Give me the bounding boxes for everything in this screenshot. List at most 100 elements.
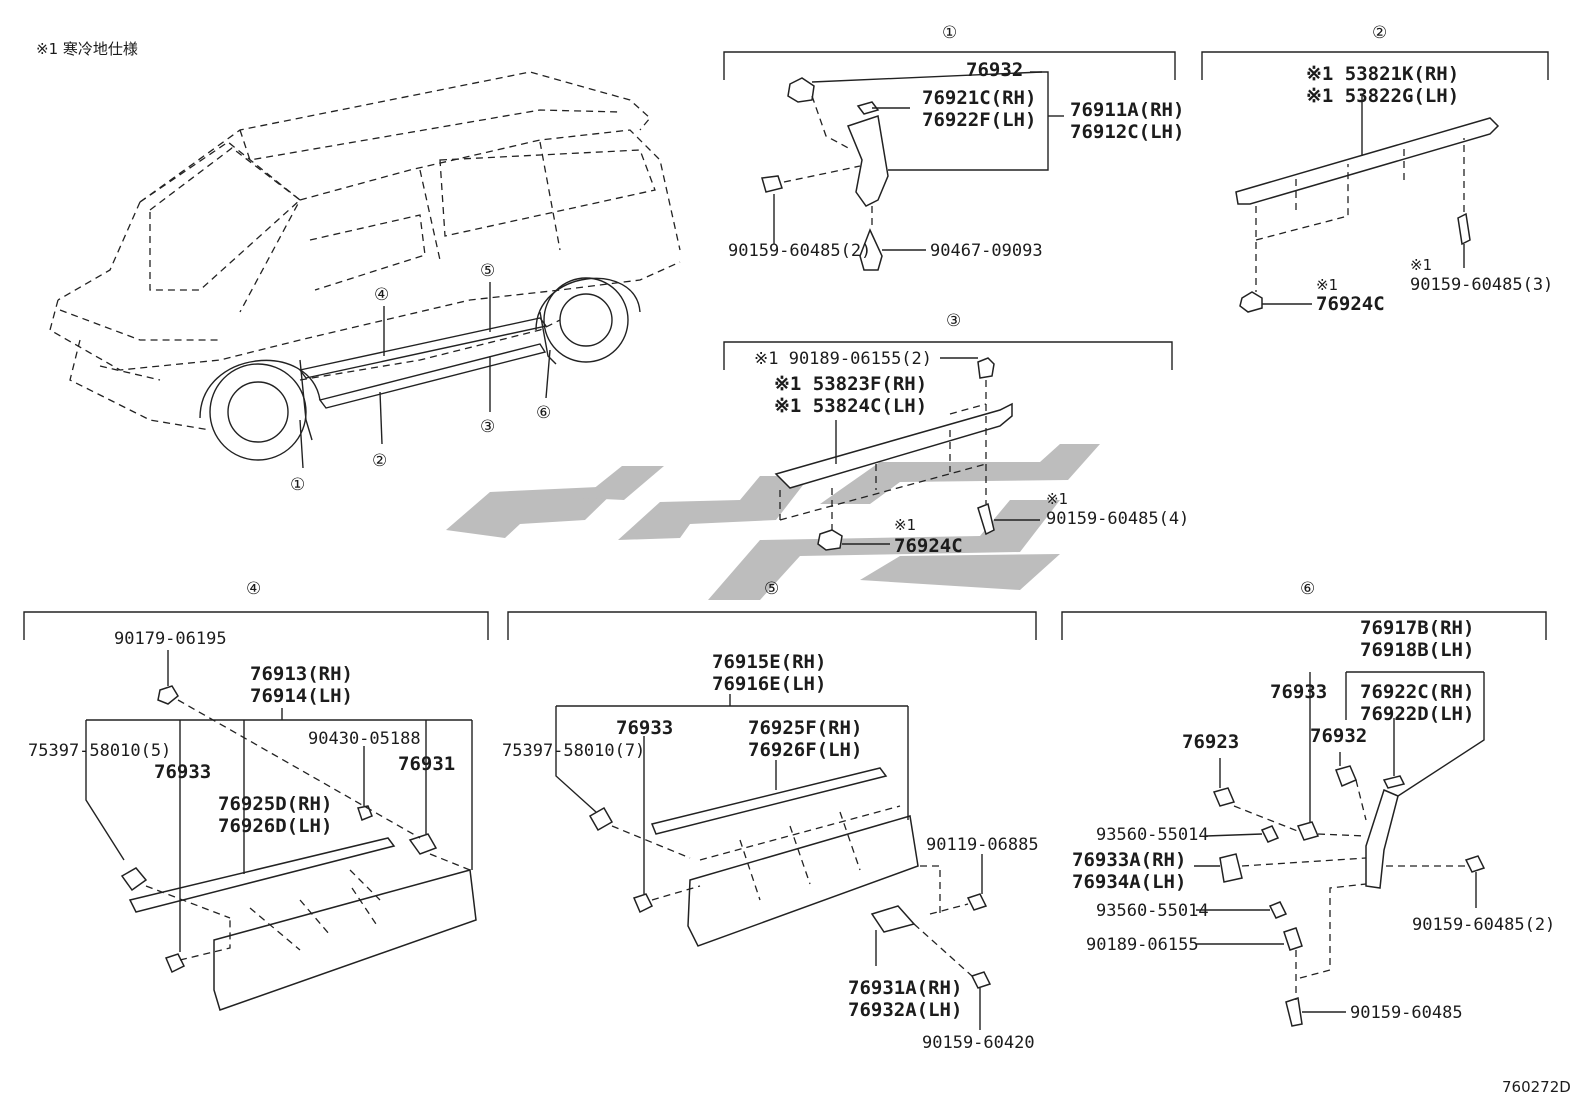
- s3-label-76924c: 76924C: [894, 535, 963, 557]
- s1-label-90159-60485: 90159-60485(2): [728, 241, 871, 261]
- bolt-90119-shape: [966, 893, 988, 911]
- bolt-shape: [761, 175, 783, 193]
- s2-note-1: ※1: [1316, 276, 1338, 294]
- clip-90189-shape: [1283, 927, 1303, 951]
- s2-label-76924c: 76924C: [1316, 293, 1385, 315]
- s2-label-53821k: ※1 53821K(RH): [1306, 63, 1459, 85]
- car-callout-2: ②: [372, 451, 387, 471]
- s6-label-76933a: 76933A(RH): [1072, 849, 1186, 871]
- clip-90467-shape: [859, 228, 883, 271]
- door-moulding-shape: [687, 815, 919, 947]
- clip-76924c-shape: [817, 529, 843, 551]
- s1-label-76932: 76932: [966, 59, 1023, 81]
- s6-label-76933: 76933: [1270, 681, 1327, 703]
- s4-label-76933: 76933: [154, 761, 211, 783]
- car-callout-6: ⑥: [536, 403, 551, 423]
- section-6: ⑥ 76917B(RH) 76918B(LH) 7693: [1061, 579, 1555, 1027]
- clip-shape: [977, 357, 995, 379]
- s1-label-76921c: 76921C(RH): [922, 87, 1036, 109]
- car-callout-3: ③: [480, 417, 495, 437]
- trim-strip-shape: [128, 837, 396, 913]
- bolt-90159-2-shape: [1464, 855, 1486, 873]
- clip-90179-shape: [157, 685, 179, 705]
- s5-label-90119: 90119-06885: [926, 835, 1039, 855]
- step-plate-shape: [774, 402, 1013, 489]
- pad-76922-shape: [1382, 775, 1406, 789]
- section-1-marker: ①: [942, 23, 957, 43]
- section-2-marker: ②: [1372, 23, 1387, 43]
- s1-label-76912c: 76912C(LH): [1070, 121, 1184, 143]
- car-callout-5: ⑤: [480, 261, 495, 281]
- screw-93560-shape: [1260, 825, 1280, 843]
- s5-label-76916e: 76916E(LH): [712, 673, 826, 695]
- car-callout-4: ④: [374, 285, 389, 305]
- s2-label-53822g: ※1 53822G(LH): [1306, 85, 1459, 107]
- s3-label-90159: 90159-60485(4): [1046, 509, 1189, 529]
- section-5: ⑤ 76915E(RH) 76916E(LH) 76933 76925F(RH)…: [502, 579, 1039, 1053]
- section-3-marker: ③: [946, 311, 961, 331]
- s5-label-90159: 90159-60420: [922, 1033, 1035, 1053]
- drawing-code: 760272D: [1502, 1078, 1571, 1096]
- clip-76932-shape: [1335, 765, 1357, 787]
- section-1: ① 76932 76921C(RH) 76922F(LH) 76911A(RH)…: [723, 23, 1184, 271]
- s4-label-76913: 76913(RH): [250, 663, 353, 685]
- s6-label-90159: 90159-60485: [1350, 1003, 1463, 1023]
- s5-label-75397: 75397-58010(7): [502, 741, 645, 761]
- s5-label-76925f: 76925F(RH): [748, 717, 862, 739]
- car-callout-1: ①: [290, 475, 305, 495]
- clip-76931-shape: [408, 833, 438, 855]
- s5-label-76932a: 76932A(LH): [848, 999, 962, 1021]
- bolt-90159-shape: [970, 971, 992, 989]
- s4-label-90179: 90179-06195: [114, 629, 227, 649]
- s5-label-76931a: 76931A(RH): [848, 977, 962, 999]
- clip-76924c-shape: [1239, 291, 1263, 313]
- bracket-76931a-shape: [870, 905, 916, 933]
- s6-label-90189: 90189-06155: [1086, 935, 1199, 955]
- clip-90430-shape: [357, 805, 373, 821]
- clip-76933-shape: [1296, 821, 1320, 841]
- s6-label-76934a: 76934A(LH): [1072, 871, 1186, 893]
- s6-label-76922d: 76922D(LH): [1360, 703, 1474, 725]
- step-plate-shape: [1235, 117, 1500, 205]
- s2-note-2: ※1: [1410, 256, 1432, 274]
- trim-strip-shape: [650, 767, 888, 835]
- s3-note-1: ※1: [1046, 490, 1068, 508]
- s3-note-2: ※1: [894, 516, 916, 534]
- s5-label-76926f: 76926F(LH): [748, 739, 862, 761]
- section-3: ③ ※1 90189-06155(2) ※1 53823F(RH) ※1 538…: [723, 311, 1189, 557]
- clip-75397-shape: [588, 806, 614, 832]
- s5-label-76933: 76933: [616, 717, 673, 739]
- s2-label-90159: 90159-60485(3): [1410, 275, 1553, 295]
- pad-shape: [856, 101, 880, 115]
- section-6-marker: ⑥: [1300, 579, 1315, 599]
- section-2: ② ※1 53821K(RH) ※1 53822G(LH) ※1 76924C …: [1201, 23, 1553, 315]
- s5-label-76915e: 76915E(RH): [712, 651, 826, 673]
- screw-93560-shape: [1268, 901, 1288, 919]
- clip-76933-shape: [164, 953, 186, 974]
- door-moulding-shape: [213, 869, 477, 1011]
- cold-region-note: ※1 寒冷地仕様: [36, 40, 138, 58]
- s6-label-76917b: 76917B(RH): [1360, 617, 1474, 639]
- s4-label-90430: 90430-05188: [308, 729, 421, 749]
- mudguard-shape: [1365, 788, 1399, 889]
- clip-76923-shape: [1212, 787, 1236, 807]
- s6-label-76923: 76923: [1182, 731, 1239, 753]
- s1-label-76911a: 76911A(RH): [1070, 99, 1184, 121]
- section-4-marker: ④: [246, 579, 261, 599]
- section-4: ④ 90179-06195 76913(RH) 76914(LH) 75397-…: [23, 579, 489, 1011]
- watermark-logo: [446, 444, 1100, 600]
- s3-label-53823f: ※1 53823F(RH): [774, 373, 927, 395]
- vehicle-illustration: ① ② ③ ④ ⑤ ⑥: [49, 71, 681, 495]
- s3-label-90189: ※1 90189-06155(2): [754, 349, 932, 369]
- s3-label-53824c: ※1 53824C(LH): [774, 395, 927, 417]
- mudguard-shape: [847, 115, 889, 207]
- bolt-shape: [977, 502, 995, 536]
- clip-76933-shape: [632, 893, 654, 914]
- s6-label-76932: 76932: [1310, 725, 1367, 747]
- bolt-90159-shape: [1285, 997, 1303, 1027]
- s6-label-93560-a: 93560-55014: [1096, 825, 1209, 845]
- s6-label-76918b: 76918B(LH): [1360, 639, 1474, 661]
- clip-76932-shape: [787, 77, 815, 103]
